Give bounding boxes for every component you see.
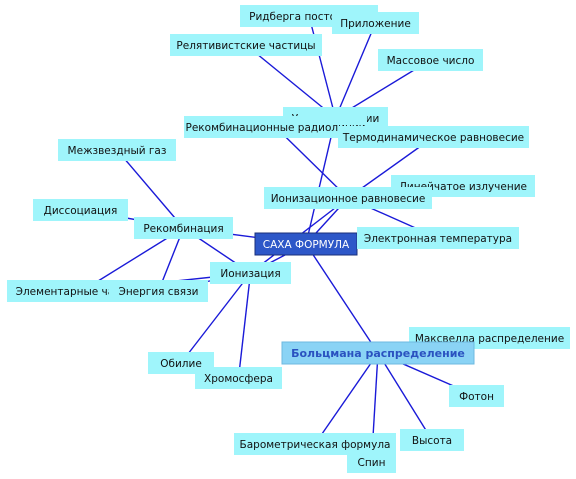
edge-ioneq-recombrad xyxy=(275,126,349,199)
node-recomb[interactable]: Рекомбинация xyxy=(134,217,233,239)
node-label-abund: Обилие xyxy=(160,358,202,370)
node-height[interactable]: Высота xyxy=(400,429,464,451)
node-box-spin[interactable] xyxy=(347,451,396,473)
node-thermo[interactable]: Термодинамическое равновесие xyxy=(338,126,529,148)
node-box-dissoc[interactable] xyxy=(33,199,128,221)
node-label-mass: Массовое число xyxy=(387,55,475,67)
node-label-boltz: Больцмана распределение xyxy=(291,347,465,360)
edge-saha-levels xyxy=(305,117,337,245)
edge-ioniz-chromo xyxy=(237,272,252,379)
node-label-spin: Спин xyxy=(358,457,386,469)
node-label-thermo: Термодинамическое равновесие xyxy=(342,132,524,144)
node-box-recomb[interactable] xyxy=(134,217,233,239)
node-box-binding[interactable] xyxy=(109,280,208,302)
edge-levels-relativ xyxy=(245,44,336,119)
node-box-ism[interactable] xyxy=(58,139,176,161)
node-label-photon: Фотон xyxy=(459,391,494,403)
node-spin[interactable]: Спин xyxy=(347,451,396,473)
node-label-recomb: Рекомбинация xyxy=(143,223,223,235)
node-box-etemp[interactable] xyxy=(357,227,519,249)
edge-levels-rydberg xyxy=(308,15,337,119)
node-label-baro: Барометрическая формула xyxy=(240,439,391,451)
edge-levels-app xyxy=(334,22,377,119)
node-box-thermo[interactable] xyxy=(338,126,529,148)
edge-boltz-height xyxy=(377,352,433,441)
node-label-binding: Энергия связи xyxy=(118,286,198,298)
node-dissoc[interactable]: Диссоциация xyxy=(33,199,128,221)
node-box-mass[interactable] xyxy=(378,49,483,71)
node-label-recombrad: Рекомбинационные радиолинии xyxy=(186,122,366,134)
node-binding[interactable]: Энергия связи xyxy=(109,280,208,302)
node-app[interactable]: Приложение xyxy=(332,12,419,34)
node-box-baro[interactable] xyxy=(234,433,396,455)
node-label-relativ: Релятивистские частицы xyxy=(176,40,315,52)
node-boltz[interactable]: Больцмана распределение xyxy=(281,341,475,365)
node-label-chromo: Хромосфера xyxy=(204,373,273,385)
edge-saha-boltz xyxy=(305,243,379,354)
node-label-height: Высота xyxy=(412,435,452,447)
node-box-height[interactable] xyxy=(400,429,464,451)
node-recombrad[interactable]: Рекомбинационные радиолинии xyxy=(184,116,367,138)
node-ism[interactable]: Межзвездный газ xyxy=(58,139,176,161)
edge-recomb-ism xyxy=(116,149,185,229)
node-label-app: Приложение xyxy=(340,18,411,30)
node-label-saha: САХА ФОРМУЛА xyxy=(263,239,350,251)
node-chromo[interactable]: Хромосфера xyxy=(195,367,282,389)
node-box-chromo[interactable] xyxy=(195,367,282,389)
node-label-ism: Межзвездный газ xyxy=(68,145,167,157)
node-box-recombrad[interactable] xyxy=(184,116,367,138)
node-etemp[interactable]: Электронная температура xyxy=(357,227,519,249)
node-mass[interactable]: Массовое число xyxy=(378,49,483,71)
edge-boltz-baro xyxy=(314,352,379,445)
node-ioniz[interactable]: Ионизация xyxy=(210,262,291,284)
node-label-ioneq: Ионизационное равновесие xyxy=(271,193,426,205)
node-box-ioneq[interactable] xyxy=(264,187,432,209)
node-box-app[interactable] xyxy=(332,12,419,34)
edge-ioniz-abund xyxy=(180,272,252,364)
node-saha[interactable]: САХА ФОРМУЛА xyxy=(254,232,358,256)
node-box-photon[interactable] xyxy=(449,385,504,407)
node-box-boltz[interactable] xyxy=(281,341,475,365)
node-relativ[interactable]: Релятивистские частицы xyxy=(170,34,322,56)
node-label-dissoc: Диссоциация xyxy=(44,205,118,217)
node-label-ioniz: Ионизация xyxy=(220,268,280,280)
node-ioneq[interactable]: Ионизационное равновесие xyxy=(264,187,432,209)
node-box-ioniz[interactable] xyxy=(210,262,291,284)
node-label-etemp: Электронная температура xyxy=(364,233,512,245)
node-baro[interactable]: Барометрическая формула xyxy=(234,433,396,455)
node-photon[interactable]: Фотон xyxy=(449,385,504,407)
node-box-relativ[interactable] xyxy=(170,34,322,56)
